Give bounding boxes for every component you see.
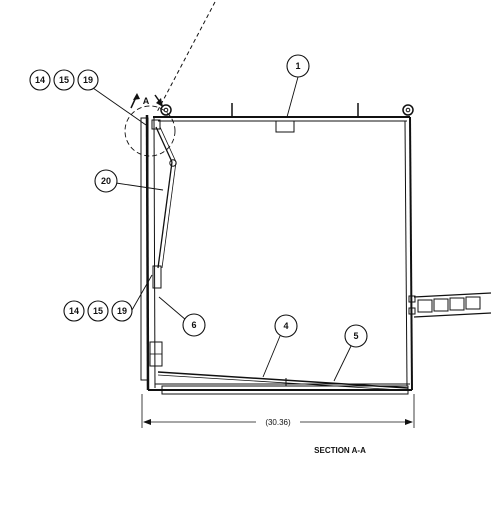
enclosure-outline: [145, 114, 413, 395]
callout-group-bottom: 14 15 19: [63, 300, 133, 322]
callout-top-15: 15: [59, 75, 69, 85]
lifting-lugs: [160, 104, 414, 116]
door-hinge-assembly: [140, 117, 177, 381]
section-leader-line: [156, 1, 216, 113]
svg-text:5: 5: [353, 331, 358, 341]
view-marker: A: [130, 93, 163, 109]
callout-4: 4: [274, 314, 298, 338]
callout-6: 6: [182, 313, 206, 337]
top-tabs: [231, 103, 359, 133]
width-dimension: (30.36): [141, 394, 415, 428]
callout-5: 5: [344, 324, 368, 348]
view-marker-label: A: [143, 96, 150, 106]
callout-group-top: 14 15 19: [29, 69, 99, 91]
callout-bottom-14: 14: [69, 306, 79, 316]
dimension-width-label: (30.36): [265, 418, 291, 427]
callout-20: 20: [94, 169, 118, 193]
callout-leaders: [92, 76, 352, 382]
callout-1: 1: [286, 54, 310, 78]
svg-text:4: 4: [283, 321, 288, 331]
svg-text:1: 1: [295, 61, 300, 71]
right-side-connector: [408, 292, 491, 318]
callout-top-14: 14: [35, 75, 45, 85]
svg-text:20: 20: [101, 176, 111, 186]
detail-circle: [124, 105, 176, 157]
svg-text:6: 6: [191, 320, 196, 330]
callout-top-19: 19: [83, 75, 93, 85]
section-title: SECTION A-A: [314, 446, 366, 455]
callout-bottom-19: 19: [117, 306, 127, 316]
callout-bottom-15: 15: [93, 306, 103, 316]
